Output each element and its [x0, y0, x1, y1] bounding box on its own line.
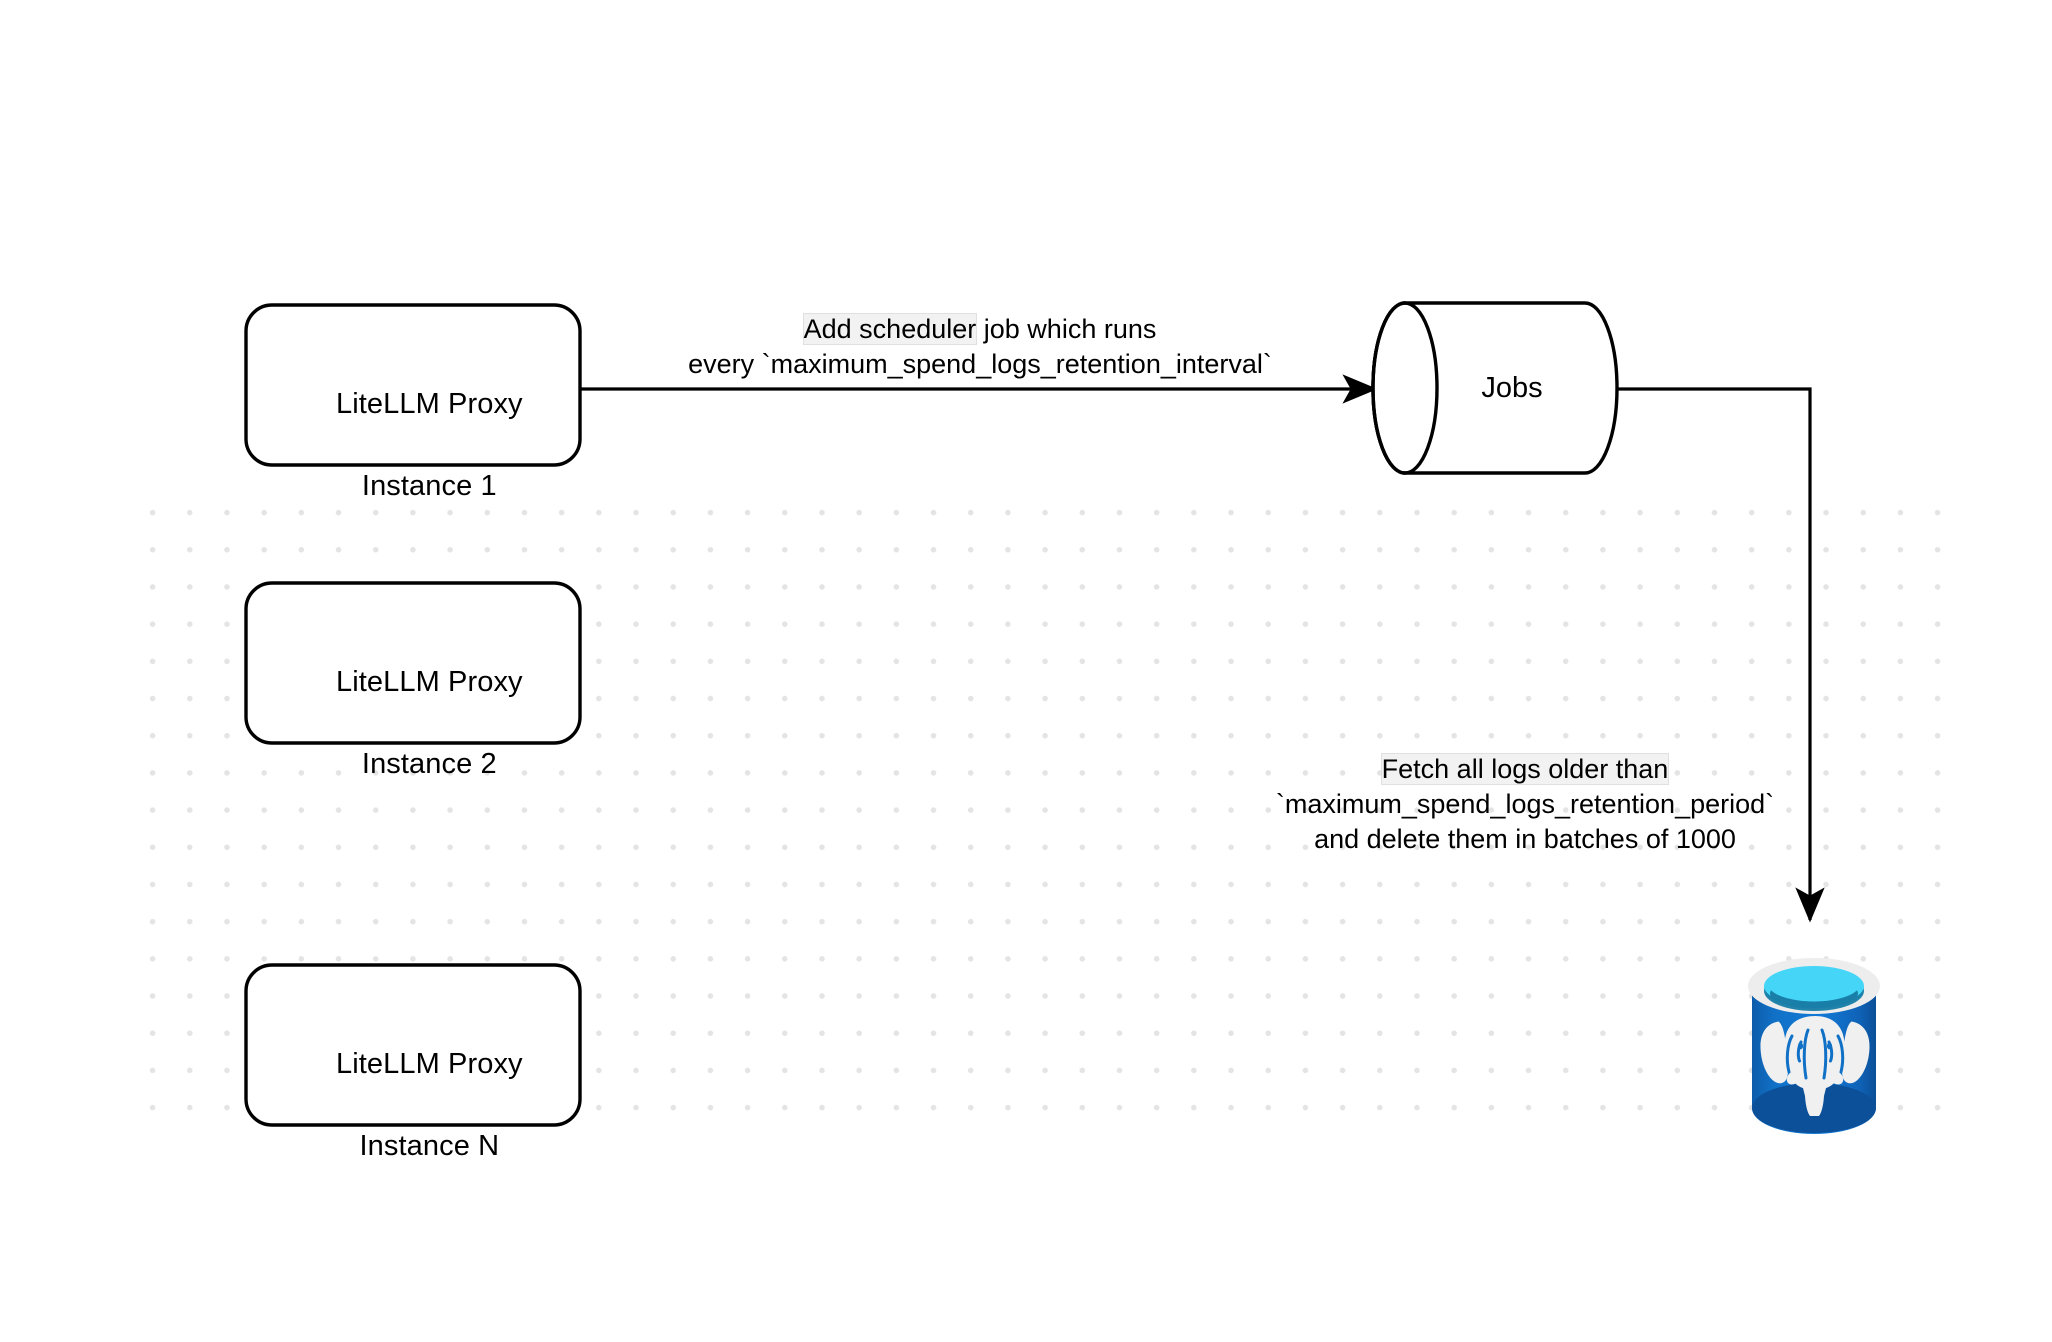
edge-delete-label-line1-highlight: Fetch all logs older than — [1381, 754, 1669, 784]
node-proxy-instance-2-label: LiteLLM Proxy Instance 2 — [246, 621, 580, 826]
edge-scheduler-label-line1: Add scheduler job which runs — [600, 312, 1360, 347]
jobs-cylinder-label: Jobs — [1437, 371, 1587, 405]
postgresql-database-icon[interactable] — [1748, 958, 1880, 1134]
proxy-1-line2: Instance 1 — [361, 470, 497, 502]
postgres-elephant-detail — [1785, 1028, 1845, 1080]
edge-delete-label: Fetch all logs older than `maximum_spend… — [1245, 752, 1805, 857]
node-proxy-instance-n-label: LiteLLM Proxy Instance N — [246, 1003, 580, 1208]
proxy-n-line1: LiteLLM Proxy — [335, 1048, 523, 1080]
proxy-n-line2: Instance N — [359, 1130, 500, 1162]
edge-delete-arrow — [1617, 387, 1825, 923]
edge-scheduler-label-line1-rest: job which runs — [976, 314, 1157, 344]
proxy-2-line1: LiteLLM Proxy — [335, 666, 523, 698]
node-jobs-cylinder[interactable] — [1371, 301, 1619, 475]
node-proxy-instance-1[interactable] — [244, 303, 582, 467]
proxy-2-line2: Instance 2 — [361, 748, 497, 780]
edge-delete-label-line3: and delete them in batches of 1000 — [1314, 824, 1736, 854]
jobs-label-text: Jobs — [1481, 372, 1543, 404]
edge-delete-label-line2: `maximum_spend_logs_retention_period` — [1275, 789, 1775, 819]
edge-scheduler-label: Add scheduler job which runs every `maxi… — [600, 312, 1360, 382]
edge-scheduler-label-line1-highlight: Add scheduler — [803, 314, 977, 344]
edge-scheduler-label-line2: every `maximum_spend_logs_retention_inte… — [688, 349, 1272, 379]
edge-delete-label-line1: Fetch all logs older than — [1245, 752, 1805, 787]
node-proxy-instance-2[interactable] — [244, 581, 582, 745]
node-proxy-instance-n[interactable] — [244, 963, 582, 1127]
node-proxy-instance-1-label: LiteLLM Proxy Instance 1 — [246, 343, 580, 548]
proxy-1-line1: LiteLLM Proxy — [335, 388, 523, 420]
postgres-elephant-eyes — [1797, 1042, 1833, 1050]
